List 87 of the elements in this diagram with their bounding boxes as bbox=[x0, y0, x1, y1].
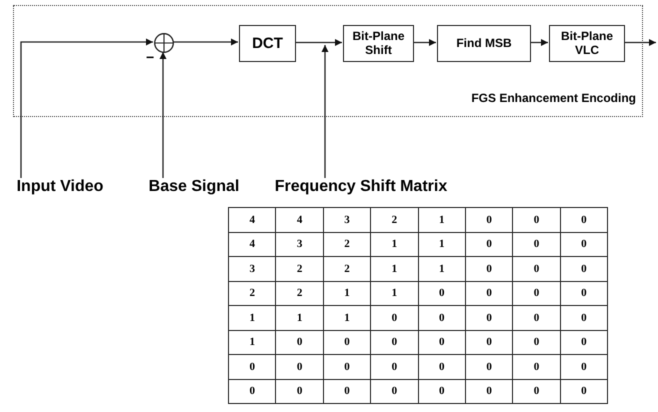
matrix-cell: 0 bbox=[465, 232, 513, 256]
matrix-cell: 1 bbox=[323, 281, 371, 306]
matrix-cell: 0 bbox=[512, 379, 560, 404]
matrix-cell: 1 bbox=[418, 232, 466, 256]
arrow bbox=[413, 39, 436, 46]
process-label: Find MSB bbox=[456, 36, 512, 50]
arrow bbox=[530, 39, 548, 46]
matrix-cell: 0 bbox=[228, 354, 276, 379]
minus-sign: − bbox=[146, 49, 154, 65]
matrix-cell: 1 bbox=[370, 281, 418, 306]
matrix-cell: 1 bbox=[276, 306, 324, 330]
matrix-cell: 1 bbox=[370, 256, 418, 281]
matrix-cell: 0 bbox=[465, 354, 513, 379]
matrix-cell: 0 bbox=[323, 379, 371, 404]
arrow bbox=[160, 52, 166, 178]
arrow bbox=[624, 39, 656, 46]
matrix-cell: 0 bbox=[512, 306, 560, 330]
matrix-cell: 2 bbox=[276, 281, 324, 306]
arrow bbox=[295, 39, 342, 46]
arrow bbox=[322, 45, 328, 178]
matrix-cell: 0 bbox=[560, 354, 608, 379]
process-label: Bit-Plane VLC bbox=[560, 30, 614, 58]
process-label: DCT bbox=[252, 34, 283, 52]
matrix-cell: 0 bbox=[465, 330, 513, 354]
matrix-cell: 0 bbox=[560, 208, 608, 232]
input-label: Base Signal bbox=[148, 178, 240, 197]
matrix-cell: 1 bbox=[228, 330, 276, 354]
matrix-cell: 0 bbox=[512, 256, 560, 281]
matrix-cell: 0 bbox=[276, 354, 324, 379]
input-label: Frequency Shift Matrix bbox=[274, 178, 448, 197]
matrix-cell: 0 bbox=[560, 379, 608, 404]
matrix-cell: 2 bbox=[323, 232, 371, 256]
process-box bbox=[437, 25, 531, 62]
matrix-cell: 0 bbox=[418, 306, 466, 330]
arrow bbox=[20, 38, 153, 178]
matrix-cell: 0 bbox=[512, 232, 560, 256]
matrix-cell: 2 bbox=[370, 208, 418, 232]
arrow bbox=[173, 38, 238, 46]
matrix-cell: 0 bbox=[418, 379, 466, 404]
matrix-cell: 0 bbox=[323, 354, 371, 379]
matrix-cell: 0 bbox=[276, 379, 324, 404]
matrix-cell: 0 bbox=[465, 256, 513, 281]
matrix-cell: 4 bbox=[228, 208, 276, 232]
matrix-cell: 0 bbox=[560, 281, 608, 306]
matrix-cell: 1 bbox=[228, 306, 276, 330]
matrix-cell: 2 bbox=[228, 281, 276, 306]
matrix-cell: 1 bbox=[323, 306, 371, 330]
matrix-cell: 0 bbox=[560, 232, 608, 256]
matrix-cell: 2 bbox=[276, 256, 324, 281]
dashed-group-frame bbox=[13, 5, 643, 117]
matrix-cell: 0 bbox=[465, 208, 513, 232]
matrix-cell: 0 bbox=[465, 306, 513, 330]
matrix-cell: 0 bbox=[512, 330, 560, 354]
matrix-cell: 0 bbox=[512, 281, 560, 306]
matrix-cell: 3 bbox=[323, 208, 371, 232]
matrix-cell: 0 bbox=[512, 354, 560, 379]
matrix-cell: 0 bbox=[465, 281, 513, 306]
matrix-cell: 1 bbox=[370, 232, 418, 256]
process-box bbox=[239, 25, 296, 62]
matrix-cell: 0 bbox=[512, 208, 560, 232]
matrix-cell: 0 bbox=[560, 330, 608, 354]
matrix-cell: 4 bbox=[276, 208, 324, 232]
matrix-cell: 0 bbox=[370, 354, 418, 379]
matrix-cell: 0 bbox=[418, 330, 466, 354]
matrix-cell: 0 bbox=[370, 379, 418, 404]
matrix-cell: 0 bbox=[560, 306, 608, 330]
matrix-cell: 0 bbox=[418, 281, 466, 306]
group-title: FGS Enhancement Encoding bbox=[471, 91, 636, 105]
matrix-cell: 0 bbox=[276, 330, 324, 354]
summing-junction bbox=[154, 33, 174, 53]
matrix-cell: 4 bbox=[228, 232, 276, 256]
input-label: Input Video bbox=[16, 178, 104, 197]
matrix-cell: 0 bbox=[465, 379, 513, 404]
matrix-cell: 0 bbox=[370, 306, 418, 330]
process-box bbox=[343, 25, 414, 62]
matrix-cell: 0 bbox=[418, 354, 466, 379]
matrix-cell: 3 bbox=[276, 232, 324, 256]
matrix-cell: 0 bbox=[323, 330, 371, 354]
matrix-cell: 0 bbox=[560, 256, 608, 281]
matrix-cell: 0 bbox=[370, 330, 418, 354]
matrix-cell: 0 bbox=[228, 379, 276, 404]
process-box bbox=[549, 25, 625, 62]
matrix-cell: 1 bbox=[418, 208, 466, 232]
matrix-cell: 1 bbox=[418, 256, 466, 281]
matrix-cell: 2 bbox=[323, 256, 371, 281]
matrix-cell: 3 bbox=[228, 256, 276, 281]
process-label: Bit-Plane Shift bbox=[351, 30, 406, 58]
